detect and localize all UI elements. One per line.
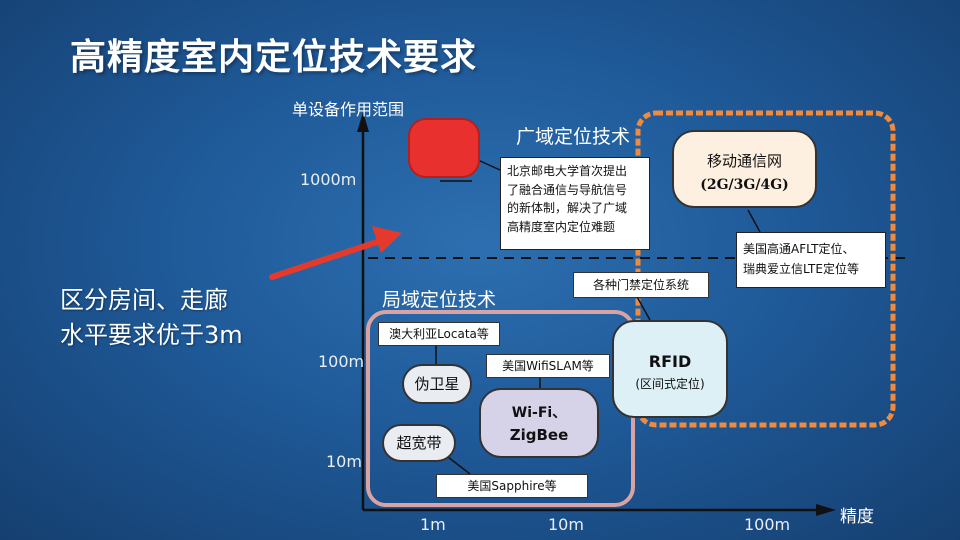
x-axis-label: 精度 — [840, 507, 874, 527]
x-axis-arrowhead — [816, 504, 836, 516]
pointer-arrow-shaft — [269, 238, 383, 280]
sapphire-label: 美国Sapphire等 — [436, 474, 588, 498]
connector-access-rfid — [635, 294, 651, 321]
y-tick-10m: 10m — [326, 452, 362, 471]
connector-uwb-sapphire — [447, 456, 471, 475]
local-area-title: 局域定位技术 — [382, 289, 497, 311]
rfid-node: RFID (区间式定位) — [612, 320, 728, 418]
connector-mobile-qualcomm — [747, 209, 761, 233]
y-tick-100m: 100m — [318, 352, 365, 371]
mobile-network-generations: (2G/3G/4G) — [700, 177, 789, 193]
rfid-label: RFID — [648, 352, 692, 371]
x-tick-1m: 1m — [420, 515, 446, 534]
wide-area-frame — [635, 110, 896, 428]
bupt-note-line: 了融合通信与导航信号 — [507, 182, 628, 197]
rfid-subtitle: (区间式定位) — [635, 377, 705, 391]
qualcomm-note-line: 美国高通AFLT定位、 — [743, 242, 855, 256]
wide-area-title: 广域定位技术 — [516, 126, 631, 148]
pseudolite-node: 伪卫星 — [402, 364, 472, 404]
pointer-arrow-head — [372, 226, 402, 253]
x-tick-100m: 100m — [744, 515, 791, 534]
connector-red-bupt — [477, 159, 501, 171]
uwb-node: 超宽带 — [382, 424, 456, 462]
y-axis-arrowhead — [357, 112, 369, 132]
mobile-network-node: 移动通信网 (2G/3G/4G) — [672, 130, 817, 208]
wifi-label: Wi-Fi、 — [511, 405, 567, 421]
y-tick-1000m: 1000m — [300, 170, 357, 189]
wifi-zigbee-node: Wi-Fi、 ZigBee — [479, 388, 599, 458]
slide-title: 高精度室内定位技术要求 — [70, 36, 478, 78]
bupt-note-line: 高精度室内定位难题 — [507, 219, 616, 234]
bupt-note-box: 北京邮电大学首次提出 了融合通信与导航信号 的新体制，解决了广域 高精度室内定位… — [500, 157, 650, 250]
access-control-label: 各种门禁定位系统 — [573, 272, 709, 298]
zigbee-label: ZigBee — [509, 426, 569, 444]
mobile-network-label: 移动通信网 — [706, 152, 782, 170]
qualcomm-ericsson-note: 美国高通AFLT定位、 瑞典爱立信LTE定位等 — [736, 232, 886, 288]
locata-label: 澳大利亚Locata等 — [378, 322, 500, 346]
annotation-line-1: 区分房间、走廊 — [60, 286, 228, 314]
annotation-line-2: 水平要求优于3m — [60, 320, 243, 349]
qualcomm-note-line: 瑞典爱立信LTE定位等 — [743, 262, 859, 277]
red-highlight-block — [408, 118, 480, 178]
x-tick-10m: 10m — [548, 515, 584, 534]
bupt-note-line: 北京邮电大学首次提出 — [507, 164, 628, 178]
bupt-note-line: 的新体制，解决了广域 — [507, 201, 628, 216]
requirement-annotation: 区分房间、走廊 水平要求优于3m — [60, 283, 243, 353]
wifislam-label: 美国WifiSLAM等 — [486, 354, 610, 378]
y-axis-label: 单设备作用范围 — [292, 100, 405, 119]
